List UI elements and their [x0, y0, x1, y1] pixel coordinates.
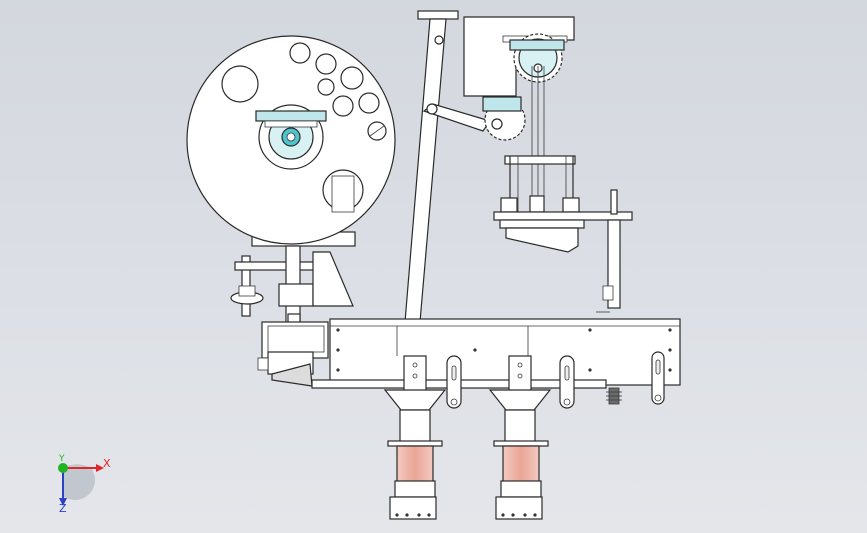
- base-plate: [311, 311, 681, 389]
- z-axis-arrow-icon: [59, 498, 67, 506]
- dancer-arm-bracket: [230, 245, 354, 329]
- y-axis-dot-icon: [58, 463, 68, 473]
- triad-z-label: Z: [59, 502, 67, 515]
- slot-1: [446, 355, 462, 409]
- triad-x-label: X: [103, 457, 111, 470]
- mount-leg-right: [488, 355, 552, 520]
- x-axis-arrow-icon: [96, 464, 104, 472]
- spring-sensor: [606, 387, 622, 405]
- guide-column-assembly: [493, 155, 633, 309]
- adjust-slots: [446, 351, 665, 409]
- slot-2: [559, 355, 575, 409]
- feed-drive-housing: [463, 16, 575, 200]
- mount-leg-left: [383, 355, 447, 520]
- applicator-head: [257, 321, 329, 387]
- triad-y-label: Y: [59, 454, 65, 464]
- label-reel-disc: [186, 35, 396, 247]
- slot-3: [651, 351, 665, 405]
- coordinate-triad: [58, 463, 104, 506]
